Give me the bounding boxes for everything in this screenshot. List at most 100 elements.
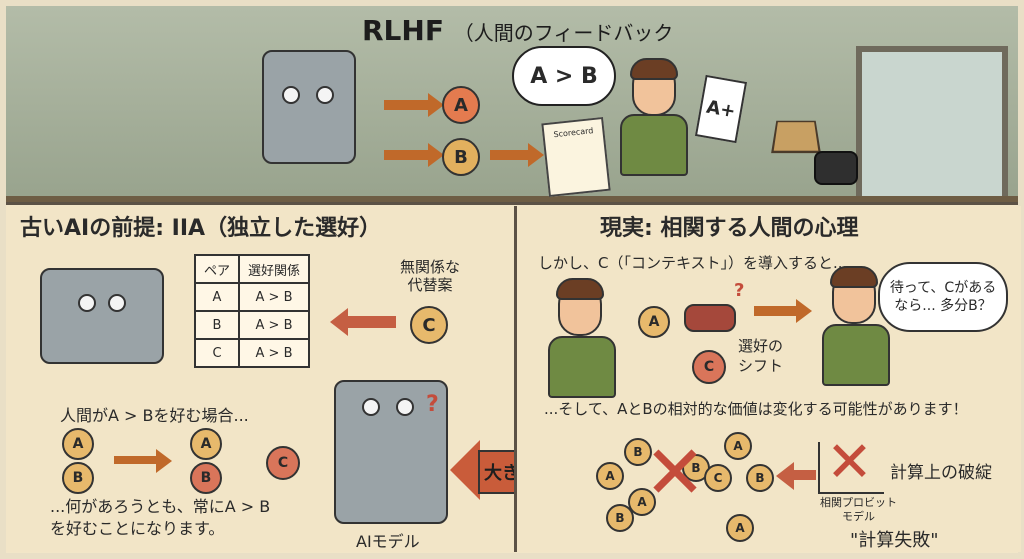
irrelevant-c-circle: C	[410, 306, 448, 344]
network-node-label: B	[633, 445, 643, 459]
pair-b2-label: B	[200, 470, 212, 486]
choice-a-label: A	[454, 94, 468, 116]
right-intro: しかし、C（「コンテキスト」）を導入すると...	[538, 254, 848, 272]
shift-line2: シフト	[738, 357, 784, 375]
probit-label: 相関プロビット モデル	[820, 496, 897, 524]
table-cell: A > B	[238, 338, 311, 368]
table-header-pair: ペア	[193, 254, 241, 284]
shelf	[6, 196, 1018, 202]
left-heading: 古いAIの前提: IIA（独立した選好）	[20, 216, 382, 241]
network-node-label: C	[713, 471, 723, 485]
question-mark-icon: ?	[734, 280, 745, 301]
right-heading: 現実: 相関する人間の心理	[600, 216, 859, 241]
preference-network: B A A B C B A B A	[590, 428, 784, 542]
robot-eye-left	[78, 294, 96, 312]
robot-model	[334, 380, 448, 524]
table-cell: B	[193, 310, 241, 340]
preference-bubble-text: A > B	[530, 63, 598, 89]
table-header-row: ペア 選好関係	[193, 254, 311, 284]
thought-bubble: 待って、Cがある なら... 多分B？	[878, 262, 1008, 332]
title-main: RLHF	[362, 14, 444, 47]
pair-b1-label: B	[72, 470, 84, 486]
irrelevant-c-label: C	[422, 314, 436, 336]
human-hair	[630, 58, 678, 80]
right-a-circle: A	[638, 306, 670, 338]
table-row: C A > B	[193, 338, 311, 368]
fail-label: "計算失敗"	[850, 530, 939, 551]
network-node-label: B	[615, 511, 625, 525]
preference-table: ペア 選好関係 A A > B B A > B C A > B	[193, 254, 311, 368]
table-row: B A > B	[193, 310, 311, 340]
network-node: B	[606, 504, 634, 532]
problem-arrow-tip	[450, 440, 480, 500]
pair-c2: C	[266, 446, 300, 480]
arrow-from-irrelevant	[330, 308, 396, 336]
table-cell: A > B	[238, 282, 311, 312]
table-row: A A > B	[193, 282, 311, 312]
network-node-label: A	[733, 439, 743, 453]
robot-eye-left	[282, 86, 300, 104]
network-node: B	[624, 438, 652, 466]
model-label: AIモデル	[356, 532, 420, 551]
scorecard: Scorecard	[541, 116, 611, 198]
pair-arrow	[114, 449, 172, 473]
conclusion-line2: を好むことになります。	[50, 519, 225, 538]
human-hair	[830, 266, 878, 288]
irrelevant-line2: 代替案	[407, 276, 453, 294]
human-vest	[548, 336, 616, 398]
phone-icon	[814, 151, 858, 185]
case-text: 人間がA > Bを好む場合...	[60, 406, 249, 425]
preference-bubble: A > B	[512, 46, 616, 106]
thought-line2: なら... 多分B？	[894, 298, 992, 314]
grade-card-label: A+	[704, 96, 738, 122]
top-scene	[6, 6, 1018, 205]
choice-b-circle: B	[442, 138, 480, 176]
chart-x-mark-icon: ✕	[826, 430, 873, 495]
robot-top	[262, 50, 356, 164]
scorecard-label: Scorecard	[553, 126, 594, 140]
probit-chart-icon	[818, 442, 884, 494]
network-node: A	[596, 462, 624, 490]
network-node-label: A	[605, 469, 615, 483]
choice-b-label: B	[454, 146, 468, 168]
right-c-label: C	[703, 359, 715, 375]
lamp-icon	[771, 120, 821, 154]
robot-eye-right	[316, 86, 334, 104]
network-node: C	[704, 464, 732, 492]
human-vest	[620, 114, 688, 176]
table-cell: A > B	[238, 310, 311, 340]
arrow-to-a	[384, 93, 444, 117]
right-c-circle: C	[692, 350, 726, 384]
network-node: B	[746, 464, 774, 492]
right-statement: ...そして、AとBの相対的な価値は変化する可能性があります！	[544, 400, 968, 418]
network-node-label: A	[637, 495, 647, 509]
pair-a1: A	[62, 428, 94, 460]
question-mark-icon: ?	[426, 392, 439, 417]
arrow-to-b	[384, 143, 444, 167]
conclusion-text: ...何があろうとも、常にA > B を好むことになります。	[50, 496, 270, 540]
shift-label: 選好の シフト	[738, 336, 783, 376]
break-arrow	[776, 462, 816, 490]
break-label: 計算上の破綻	[890, 463, 992, 483]
pair-c2-label: C	[277, 455, 289, 471]
network-node-label: B	[755, 471, 765, 485]
human-vest	[822, 324, 890, 386]
human-hair	[556, 278, 604, 300]
irrelevant-label: 無関係な 代替案	[400, 258, 460, 294]
thought-line1: 待って、Cがある	[889, 280, 997, 296]
table-cell: A	[193, 282, 241, 312]
robot-eye-left	[362, 398, 380, 416]
window	[856, 46, 1008, 202]
choice-a-circle: A	[442, 86, 480, 124]
title-sub: （人間のフィードバック	[453, 21, 674, 45]
shift-line1: 選好の	[738, 337, 784, 355]
pair-b1: B	[62, 462, 94, 494]
pair-a2: A	[190, 428, 222, 460]
network-node: A	[724, 432, 752, 460]
arrow-to-human	[490, 143, 544, 167]
irrelevant-line1: 無関係な	[400, 258, 461, 276]
pair-a1-label: A	[72, 436, 84, 452]
probit-line2: モデル	[842, 510, 875, 523]
table-header-pref: 選好関係	[238, 254, 311, 284]
network-x-mark-icon: ✕	[644, 430, 707, 516]
